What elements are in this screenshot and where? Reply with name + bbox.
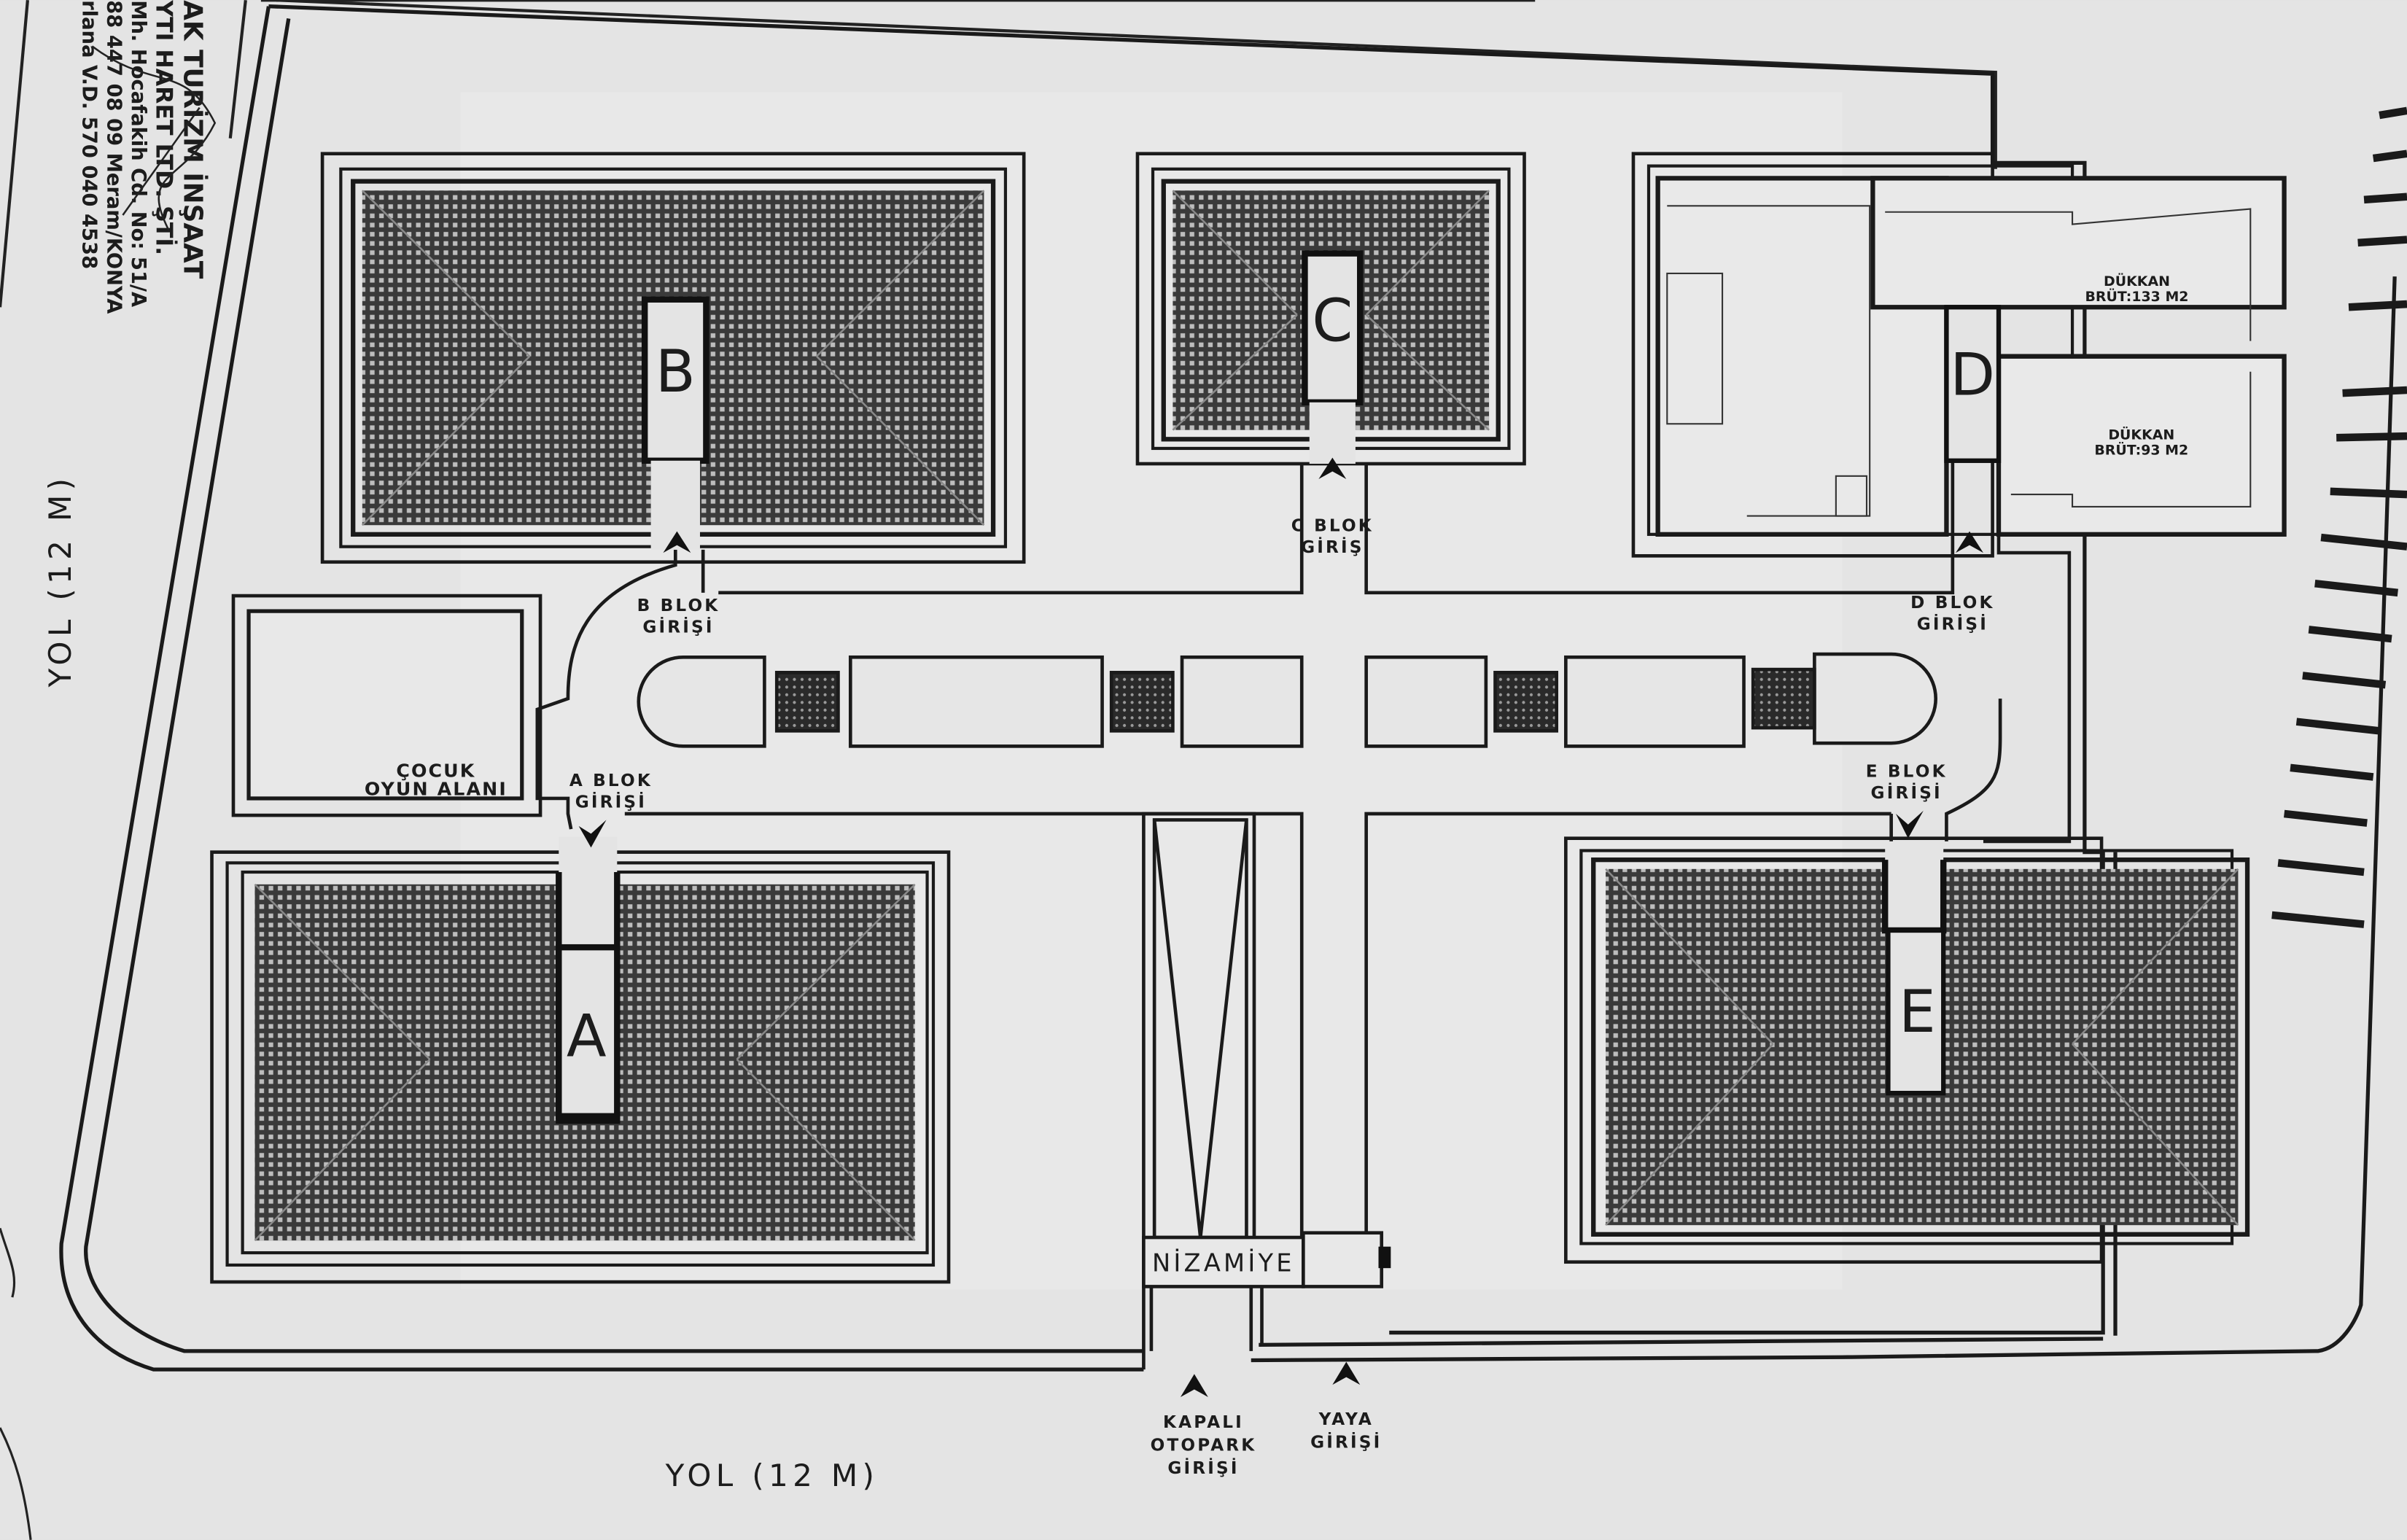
e-entrance-label-line2: GİRİŞİ <box>1871 782 1943 803</box>
a-entrance-label-line1: A BLOK <box>569 771 653 790</box>
guard-house: NİZAMİYE <box>1142 1231 1391 1288</box>
parking-entrance-arrow-icon <box>1180 1374 1208 1397</box>
d-entrance-label-line1: D BLOK <box>1910 594 1994 612</box>
company-stamp: AK TURİZM İNŞAAT YTI HARET LTD. ŞTİ. Mh.… <box>78 0 209 314</box>
parking-label-line3: GİRİŞİ <box>1167 1458 1239 1478</box>
inner-roads <box>535 460 2072 1238</box>
a-entrance-arrow-icon <box>578 820 607 848</box>
e-entrance-label-line1: E BLOK <box>1866 762 1948 781</box>
c-entrance-label-line1: C BLOK <box>1291 517 1374 536</box>
stamp-line2: YTI HARET LTD. ŞTİ. <box>151 0 179 255</box>
central-median <box>637 652 1938 748</box>
road-label-left: YOL (12 M) <box>42 474 78 688</box>
stamp-line3: Mh. Hocafakih Cd. No: 51/A <box>127 0 149 308</box>
shop-bottom-name: DÜKKAN <box>2108 425 2174 443</box>
entrance-labels: B BLOK GİRİŞİ C BLOK GİRİŞ D BLOK GİRİŞİ… <box>569 517 1994 1479</box>
block-e: E <box>1564 836 2250 1264</box>
playground-area: ÇOCUK OYUN ALANI <box>231 594 543 817</box>
d-entrance-arrow-icon <box>1956 531 1983 553</box>
d-entrance-label-line2: GİRİŞİ <box>1917 613 1988 634</box>
c-entrance-arrow-icon <box>1318 457 1347 480</box>
pedestrian-entrance-arrow-icon <box>1332 1361 1361 1385</box>
playground-label-line1: ÇOCUK <box>396 760 475 781</box>
block-d: D DÜKKAN BRÜT:133 M2 DÜKKAN BRÜT:93 M2 <box>1631 152 2287 558</box>
block-c: C <box>1135 152 1526 466</box>
stamp-line5: rlana V.D. 570 040 4538 <box>78 0 101 269</box>
shop-top-name: DÜKKAN <box>2104 272 2170 289</box>
block-a: A <box>210 836 951 1284</box>
c-entrance-label-line2: GİRİŞ <box>1301 537 1364 557</box>
shop-bottom-area: BRÜT:93 M2 <box>2094 440 2188 458</box>
road-label-bottom: YOL (12 M) <box>665 1458 879 1493</box>
pedestrian-label-line1: YAYA <box>1318 1410 1374 1429</box>
b-entrance-label-line1: B BLOK <box>637 596 720 615</box>
parking-label-line2: OTOPARK <box>1151 1436 1257 1455</box>
paper-edges <box>0 0 1997 308</box>
parking-label-line1: KAPALI <box>1163 1413 1244 1432</box>
entrance-arrows <box>578 457 1983 1397</box>
playground-label-line2: OYUN ALANI <box>365 779 508 800</box>
block-e-label: E <box>1899 978 1936 1046</box>
b-entrance-arrow-icon <box>663 531 691 553</box>
corner-scribble <box>0 1227 32 1540</box>
e-entrance-arrow-icon <box>1895 810 1924 839</box>
a-entrance-label-line2: GİRİŞİ <box>575 792 647 812</box>
stamp-signature <box>91 45 217 231</box>
guard-house-label: NİZAMİYE <box>1152 1248 1295 1277</box>
pedestrian-label-line2: GİRİŞİ <box>1310 1431 1382 1452</box>
block-d-label: D <box>1950 341 1995 408</box>
adjacent-structure-hatch <box>2271 106 2407 928</box>
stamp-line1: AK TURİZM İNŞAAT <box>178 0 209 279</box>
block-a-label: A <box>567 1003 607 1070</box>
b-entrance-label-line2: GİRİŞİ <box>642 617 714 637</box>
block-b: B <box>320 152 1026 564</box>
block-c-label: C <box>1312 287 1353 355</box>
block-b-label: B <box>656 338 696 405</box>
shop-top-area: BRÜT:133 M2 <box>2085 287 2188 305</box>
stamp-line4: 88 447 08 09 Meram/KONYA <box>102 0 125 314</box>
